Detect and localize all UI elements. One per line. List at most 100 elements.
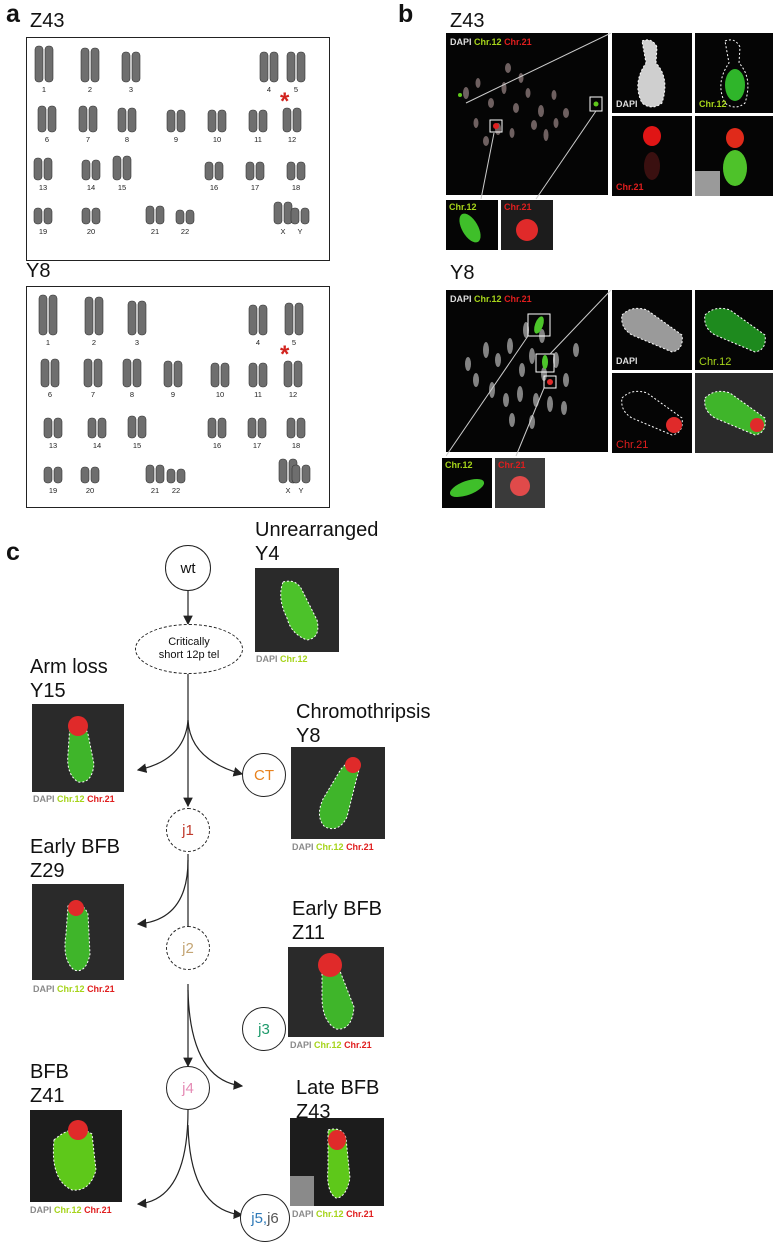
lineage-tree-edges [136, 587, 244, 1219]
chromosome-19 [43, 207, 53, 225]
chromosome-10 [207, 109, 217, 133]
node-ct: CT [242, 753, 286, 797]
tile-y8-chr12: Chr.12 [695, 290, 773, 370]
sample-y4-title: Unrearranged [255, 519, 379, 541]
label-chr12: Chr.12 [57, 984, 85, 994]
chromosome-number-6: 6 [45, 135, 49, 144]
chromosome-16 [214, 161, 224, 181]
sample-z41-title: BFB [30, 1061, 69, 1083]
image-y8 [291, 747, 385, 839]
chromosome-13 [43, 157, 53, 181]
zoom-label-chr12: Chr.12 [449, 202, 477, 212]
chromosome-Y [290, 207, 300, 225]
chromosome-20 [81, 207, 91, 225]
tile-z43-merge [695, 116, 773, 196]
chromosome-7 [83, 358, 93, 388]
chromosome-number-20: 20 [86, 486, 94, 495]
label-chr12: Chr.12 [474, 294, 502, 304]
chromosome-number-8: 8 [125, 135, 129, 144]
chromosome-21 [145, 464, 155, 484]
chromosome-X [273, 201, 283, 225]
chromosome-number-Y: Y [297, 227, 302, 236]
chromosome-16 [204, 161, 214, 181]
label-dapi: DAPI [290, 1040, 312, 1050]
legend-z11: DAPI Chr.12 Chr.21 [290, 1040, 372, 1050]
chromosome-22 [175, 209, 185, 225]
image-y15 [32, 704, 124, 792]
tile-label-chr12: Chr.12 [699, 356, 732, 368]
panel-a-sample-top: Z43 [30, 10, 65, 32]
chromosome-number-Y: Y [298, 486, 303, 495]
label-dapi: DAPI [450, 37, 472, 47]
chromosome-12 [282, 107, 292, 133]
chromosome-number-13: 13 [39, 183, 47, 192]
label-chr12: Chr.12 [316, 1209, 344, 1219]
chromosome-1 [38, 294, 48, 336]
sample-y15-id: Y15 [30, 680, 66, 702]
legend-y4: DAPI Chr.12 [256, 654, 308, 664]
metaphase-y8: DAPI Chr.12 Chr.21 [446, 290, 608, 452]
chromosome-7 [88, 105, 98, 133]
node-tel-line2: short 12p tel [158, 649, 220, 661]
chromosome-10 [217, 109, 227, 133]
chromosome-number-10: 10 [216, 390, 224, 399]
tile-z43-chr12: Chr.12 [695, 33, 773, 113]
node-j3: j3 [242, 1007, 286, 1051]
panel-b-sample-bottom: Y8 [450, 262, 475, 284]
label-chr12: Chr.12 [316, 842, 344, 852]
label-chr21: Chr.21 [344, 1040, 372, 1050]
chromosome-8 [117, 107, 127, 133]
chromosome-3 [127, 300, 137, 336]
chromosome-6 [37, 105, 47, 133]
chromosome-number-1: 1 [42, 85, 46, 94]
sample-y15-title: Arm loss [30, 656, 108, 678]
chromosome-20 [80, 466, 90, 484]
chromosome-number-16: 16 [210, 183, 218, 192]
label-dapi: DAPI [292, 1209, 314, 1219]
sample-y15: Arm loss Y15 [30, 655, 108, 703]
marker-asterisk: * [280, 341, 290, 368]
chromosome-9 [166, 109, 176, 133]
chromosome-11 [248, 109, 258, 133]
chromosome-5 [284, 302, 294, 336]
label-chr12: Chr.12 [474, 37, 502, 47]
chromosome-number-12: 12 [288, 135, 296, 144]
chromosome-6 [50, 358, 60, 388]
chromosome-number-16: 16 [213, 441, 221, 450]
chromosome-13 [43, 417, 53, 439]
sample-z11-id: Z11 [292, 922, 325, 944]
chromosome-2 [90, 47, 100, 83]
label-dapi: DAPI [256, 654, 278, 664]
chromosome-17 [245, 161, 255, 181]
sample-y4-id: Y4 [255, 543, 280, 565]
chromosome-17 [247, 417, 257, 439]
chromosome-number-3: 3 [129, 85, 133, 94]
tile-z43-chr21: Chr.21 [612, 116, 692, 196]
chromosome-number-10: 10 [213, 135, 221, 144]
chromosome-22 [185, 209, 195, 225]
chromosome-number-14: 14 [93, 441, 101, 450]
image-y4 [255, 568, 339, 652]
chromosome-7 [78, 105, 88, 133]
chromosome-8 [127, 107, 137, 133]
chromosome-5 [296, 51, 306, 83]
chromosome-5 [286, 51, 296, 83]
chromosome-5 [294, 302, 304, 336]
chromosome-18 [286, 417, 296, 439]
chromosome-21 [145, 205, 155, 225]
label-dapi: DAPI [33, 794, 55, 804]
chromosome-16 [207, 417, 217, 439]
chromosome-number-7: 7 [86, 135, 90, 144]
zoom-label-chr21: Chr.21 [504, 202, 532, 212]
chromosome-1 [34, 45, 44, 83]
chromosome-number-6: 6 [48, 390, 52, 399]
chromosome-number-12: 12 [289, 390, 297, 399]
node-tel-line1: Critically [168, 636, 210, 648]
panel-b-sample-top: Z43 [450, 10, 485, 32]
sample-z11-title: Early BFB [292, 898, 383, 920]
chromosome-number-17: 17 [251, 183, 259, 192]
node-critically-short-telomere: Critically short 12p tel [135, 624, 243, 674]
node-wt: wt [165, 545, 211, 591]
